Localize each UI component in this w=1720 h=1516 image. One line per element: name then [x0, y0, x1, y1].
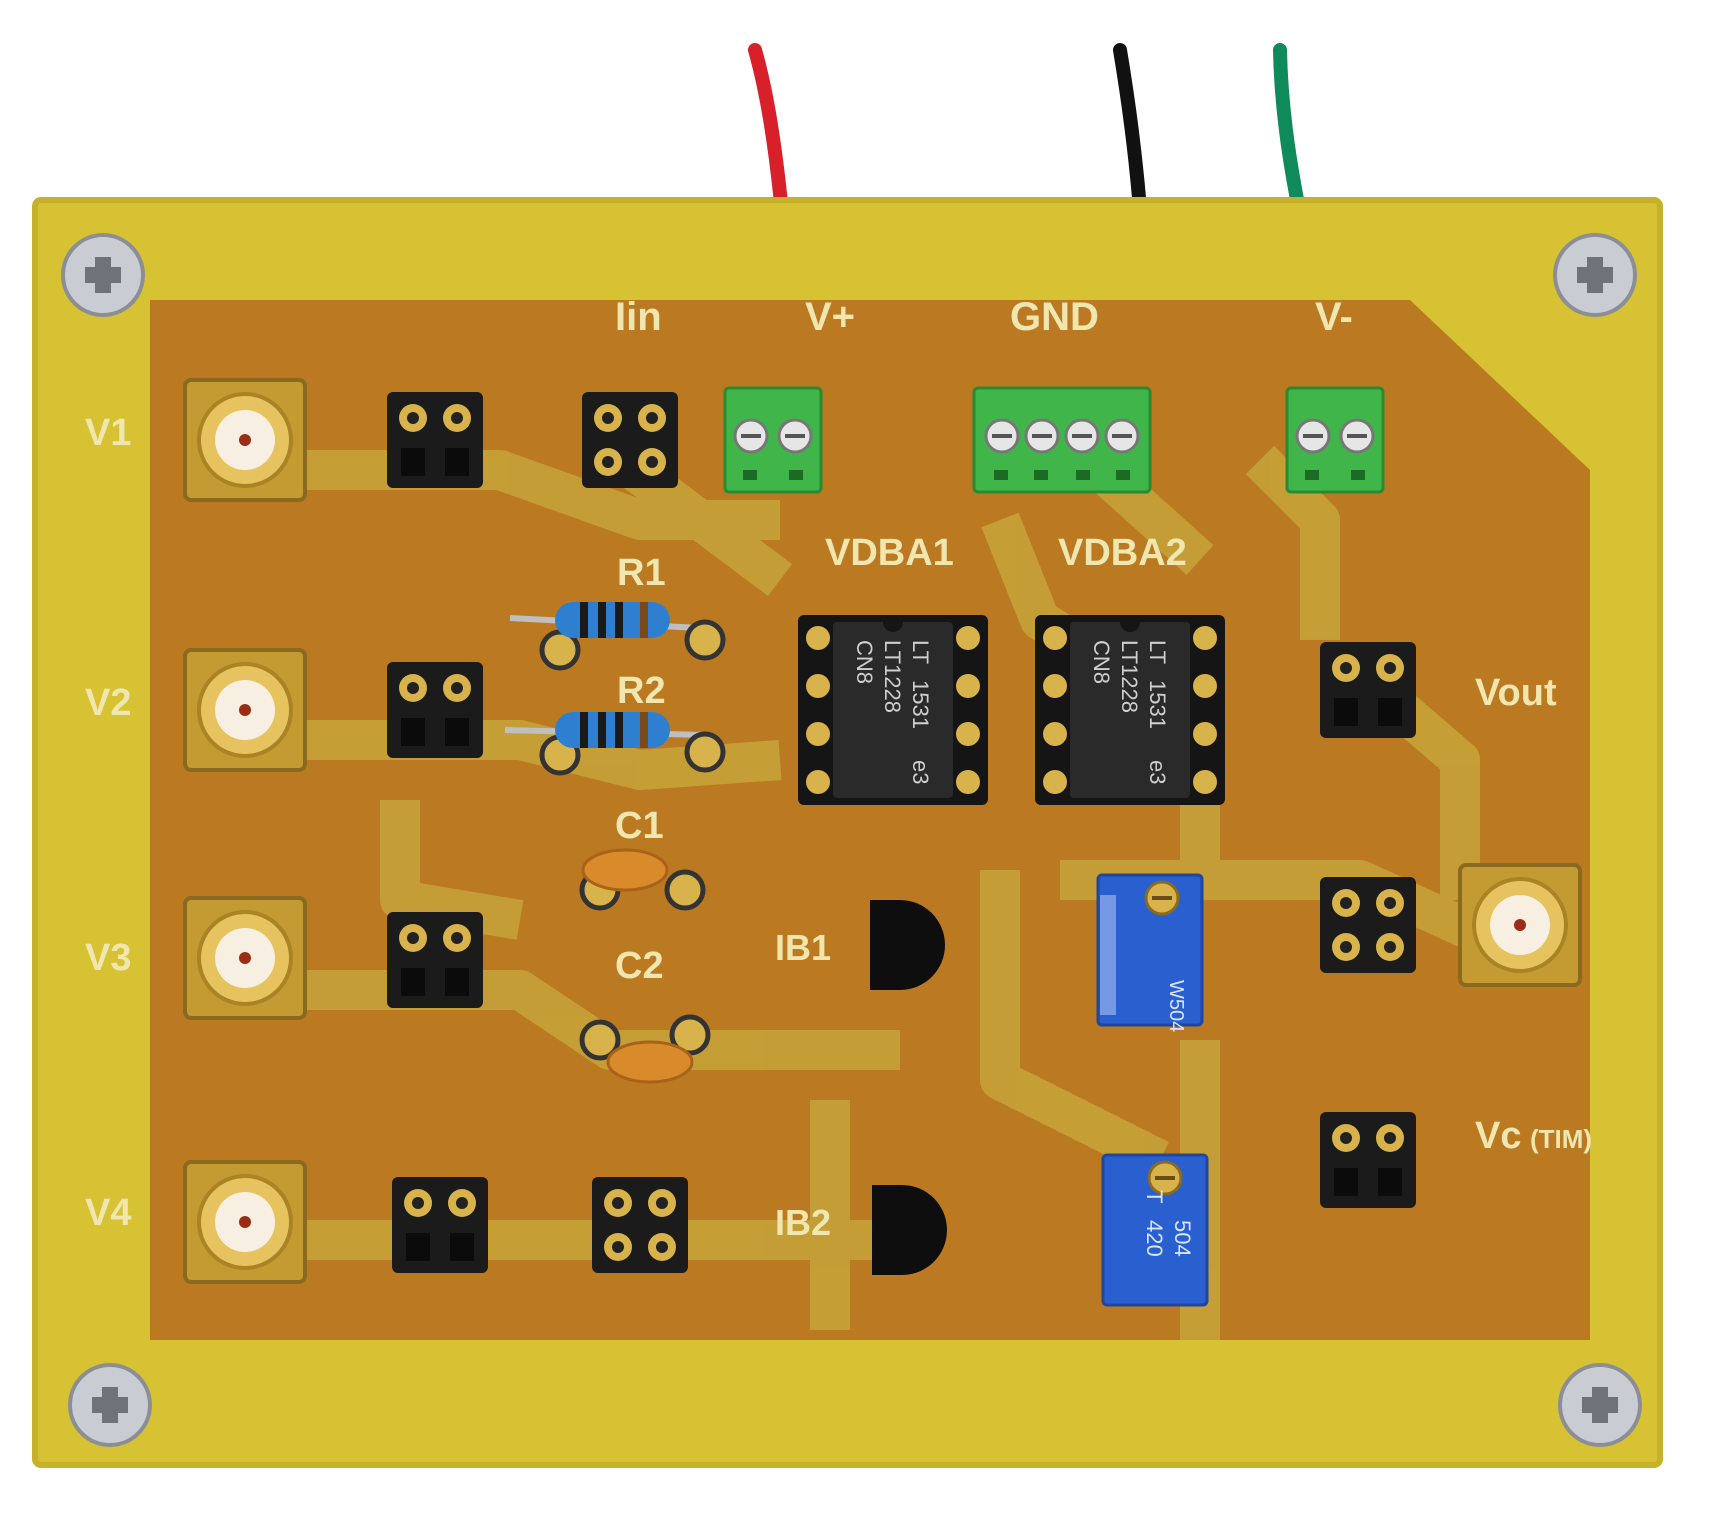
label-c1: C1	[615, 805, 664, 847]
label-r2: R2	[617, 670, 666, 712]
sma-v3	[183, 896, 307, 1020]
terminal-vminus	[1285, 386, 1385, 494]
chip2-part: LT1228	[1117, 640, 1142, 713]
transistors	[870, 900, 947, 1275]
capacitors	[579, 848, 711, 1084]
label-iin: Iin	[615, 295, 662, 339]
mounting-screws	[61, 233, 1642, 1447]
chip1-logo: LT	[908, 640, 933, 664]
trimpot-top: W504	[1096, 873, 1204, 1032]
transistor-ib2	[872, 1185, 947, 1275]
header-v1	[387, 392, 483, 488]
ic-vdba2	[1035, 615, 1225, 805]
chip2-mark: e3	[1145, 760, 1170, 784]
sma-v1	[183, 378, 307, 502]
chip1-mark: e3	[908, 760, 933, 784]
label-c2: C2	[615, 945, 664, 987]
label-r1: R1	[617, 552, 666, 594]
screw-top-right	[1553, 233, 1637, 317]
trimpot-top-code: W504	[1165, 980, 1187, 1032]
screw-bottom-left	[68, 1363, 152, 1447]
resistor-r1	[509, 602, 726, 671]
sma-v4	[183, 1160, 307, 1284]
silkscreen-labels: Iin V+ GND V- V1 V2 V3 V4 R1 R2 C1 C2 VD…	[85, 295, 1592, 1243]
label-gnd: GND	[1010, 295, 1099, 339]
chip2-pkg: CN8	[1089, 640, 1114, 684]
capacitor-c1	[579, 848, 706, 911]
pin-headers	[387, 392, 1416, 1273]
screw-top-left	[61, 233, 145, 317]
capacitor-c2	[579, 1014, 711, 1084]
label-v1: V1	[85, 412, 131, 454]
chip1-markings: LT 1531 LT1228 CN8 e3	[852, 640, 933, 784]
label-vplus: V+	[805, 295, 855, 339]
copper-pour	[150, 300, 1590, 1340]
screw-bottom-right	[1558, 1363, 1642, 1447]
header-out-2x2	[1320, 877, 1416, 973]
label-v3: V3	[85, 937, 131, 979]
transistor-ib1	[870, 900, 945, 990]
trimpot-bottom: 504 420 T	[1101, 1153, 1209, 1307]
chip1-code: 1531	[908, 680, 933, 729]
label-vdba1: VDBA1	[825, 532, 954, 574]
label-v4: V4	[85, 1192, 131, 1234]
sma-v2	[183, 648, 307, 772]
label-vminus: V-	[1315, 295, 1353, 339]
trimpot-bottom-code1: 504	[1170, 1220, 1195, 1257]
label-ib2: IB2	[775, 1202, 831, 1243]
label-vc: Vc	[1475, 1115, 1521, 1157]
trimpot-bottom-code2: 420	[1142, 1220, 1167, 1257]
ic-vdba1	[798, 615, 988, 805]
label-vdba2: VDBA2	[1058, 532, 1187, 574]
chip1-part: LT1228	[880, 640, 905, 713]
header-iin	[582, 392, 678, 488]
label-ib1: IB1	[775, 927, 831, 968]
header-vc	[1320, 1112, 1416, 1208]
chip2-logo: LT	[1145, 640, 1170, 664]
chip1-pkg: CN8	[852, 640, 877, 684]
resistor-r2	[504, 712, 726, 776]
label-v2: V2	[85, 682, 131, 724]
header-v2	[387, 662, 483, 758]
header-v3	[387, 912, 483, 1008]
header-vout	[1320, 642, 1416, 738]
label-vout: Vout	[1475, 672, 1557, 714]
resistors	[504, 602, 726, 776]
header-v4-pair	[592, 1177, 688, 1273]
terminal-vplus	[723, 386, 823, 494]
header-v4	[392, 1177, 488, 1273]
trimpot-bottom-code3: T	[1142, 1190, 1167, 1203]
sma-vout	[1458, 863, 1582, 987]
sma-connectors	[183, 378, 1582, 1284]
chip2-markings: LT 1531 LT1228 CN8 e3	[1089, 640, 1170, 784]
terminal-blocks	[723, 386, 1385, 494]
label-tim: (TIM)	[1530, 1124, 1592, 1154]
chip2-code: 1531	[1145, 680, 1170, 729]
terminal-gnd	[972, 386, 1152, 494]
